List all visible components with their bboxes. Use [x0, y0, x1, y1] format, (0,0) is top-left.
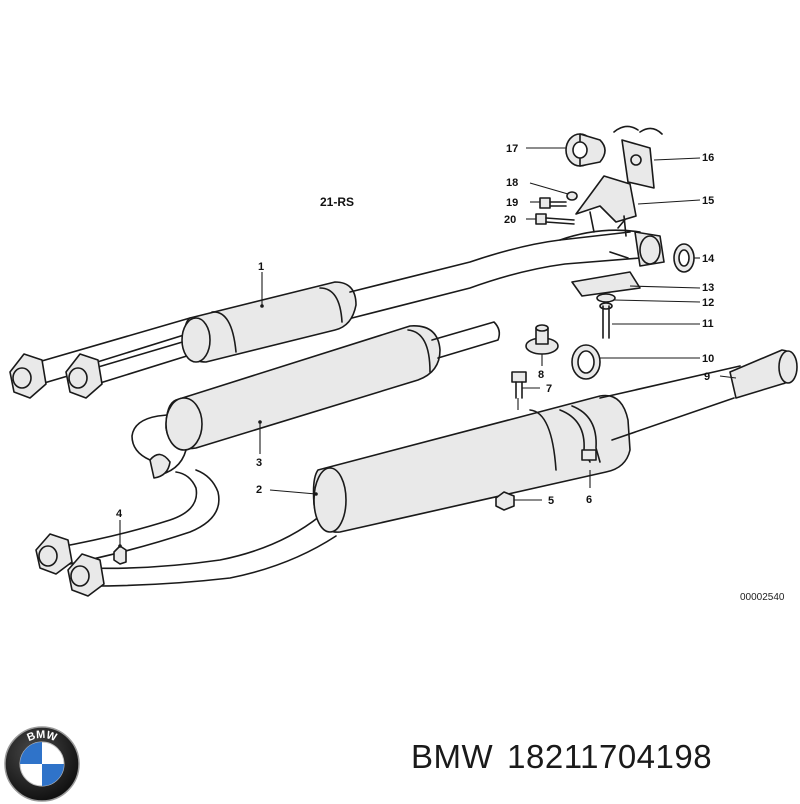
callout-17: 17 — [506, 143, 518, 155]
bmw-roundel-logo: BMW — [4, 726, 80, 802]
callout-15: 15 — [702, 195, 714, 207]
flange-left-2 — [65, 353, 103, 399]
callout-13: 13 — [702, 282, 714, 294]
callout-16: 16 — [702, 152, 714, 164]
rubber-mount-8 — [525, 324, 559, 355]
callout-18: 18 — [506, 177, 518, 189]
callout-7: 7 — [546, 383, 552, 395]
clamp-6 — [559, 405, 601, 463]
callouts: 1 2 3 4 5 6 7 8 9 10 11 12 13 14 15 16 1… — [116, 143, 737, 548]
callout-1: 1 — [258, 261, 264, 273]
brand-name: BMW — [411, 738, 494, 775]
screw-19 — [539, 197, 567, 209]
image-code: 00002540 — [740, 592, 785, 603]
ring-10 — [571, 344, 601, 380]
rubber-ring-17 — [565, 133, 606, 167]
hanger-16 — [613, 125, 663, 189]
callout-3: 3 — [256, 457, 262, 469]
bracket-15 — [575, 175, 637, 237]
callout-9: 9 — [704, 371, 710, 383]
bolt-20 — [535, 213, 575, 225]
callout-14: 14 — [702, 253, 715, 265]
callout-11: 11 — [702, 318, 714, 330]
callout-12: 12 — [702, 297, 714, 309]
flange-lower-1 — [35, 533, 73, 575]
lower-pipe-rear-silencer — [35, 349, 798, 597]
callout-2: 2 — [256, 484, 262, 496]
flange-lower-2 — [67, 553, 105, 597]
nut-5 — [495, 491, 515, 511]
nut-4 — [113, 545, 127, 565]
callout-5: 5 — [548, 495, 554, 507]
bolt-7 — [511, 371, 527, 399]
part-caption: BMW 18211704198 — [411, 738, 712, 776]
callout-8: 8 — [538, 369, 544, 381]
part-number: 18211704198 — [507, 738, 713, 775]
flange-left-1 — [9, 353, 47, 399]
callout-4: 4 — [116, 508, 123, 520]
centre-silencer — [131, 321, 501, 479]
callout-6: 6 — [586, 494, 592, 506]
front-pipe-silencer — [9, 215, 694, 399]
variant-label: 21-RS — [320, 195, 354, 209]
logo-text: BMW — [25, 729, 58, 744]
callout-19: 19 — [506, 197, 518, 209]
callout-10: 10 — [702, 353, 714, 365]
bracket-13 — [571, 271, 641, 297]
bolt-11 — [599, 302, 613, 339]
washer-12 — [596, 293, 616, 303]
washer-18 — [566, 191, 578, 201]
ring-14 — [673, 243, 695, 273]
callout-20: 20 — [504, 214, 516, 226]
